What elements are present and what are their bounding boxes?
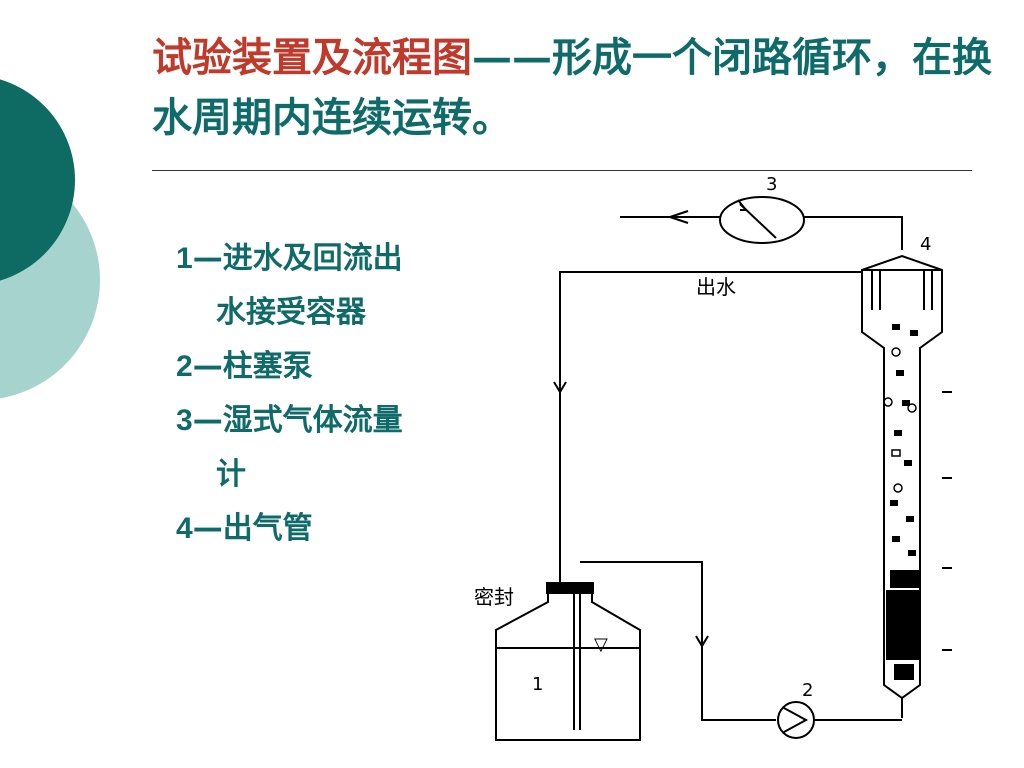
label-3: 3 (766, 174, 777, 195)
reactor-column (861, 254, 943, 700)
gas-arrow-icon (669, 210, 689, 224)
water-level-symbol: ▽ (594, 634, 608, 655)
deco-circle-dark (0, 79, 75, 281)
decorative-circles (0, 79, 100, 399)
reservoir-bottle (495, 585, 641, 741)
apparatus-diagram: 出水 密封 1 2 3 4 ▽ (474, 174, 952, 741)
label-2: 2 (802, 680, 813, 701)
pump-feed-pipe (580, 561, 776, 721)
media-particles (886, 324, 920, 680)
title-part1: 试验装置及流程图 (152, 34, 472, 81)
plunger-pump (777, 701, 815, 739)
title-part2: ——形成一个闭路循环，在换水周期内连续运转。 (152, 34, 992, 141)
legend-item-2: 2—柱塞泵 (176, 349, 313, 384)
title-divider (152, 170, 972, 171)
page-title: 试验装置及流程图——形成一个闭路循环，在换水周期内连续运转。 (152, 28, 992, 148)
gas-pipe-to-column (804, 216, 903, 250)
gas-flow-meter (719, 196, 805, 244)
return-pipe (559, 271, 862, 590)
down-arrow-icon (553, 381, 567, 394)
label-1: 1 (532, 674, 543, 695)
legend-item-3: 3—湿式气体流量计 (176, 403, 403, 492)
legend-list: 1—进水及回流出水接受容器 2—柱塞泵 3—湿式气体流量计 4—出气管 (176, 232, 426, 556)
label-4: 4 (920, 234, 931, 255)
legend-item-1: 1—进水及回流出水接受容器 (176, 241, 403, 330)
legend-item-4: 4—出气管 (176, 511, 313, 546)
label-seal: 密封 (474, 585, 514, 609)
seal-cap (546, 582, 594, 594)
label-outlet: 出水 (696, 275, 736, 299)
